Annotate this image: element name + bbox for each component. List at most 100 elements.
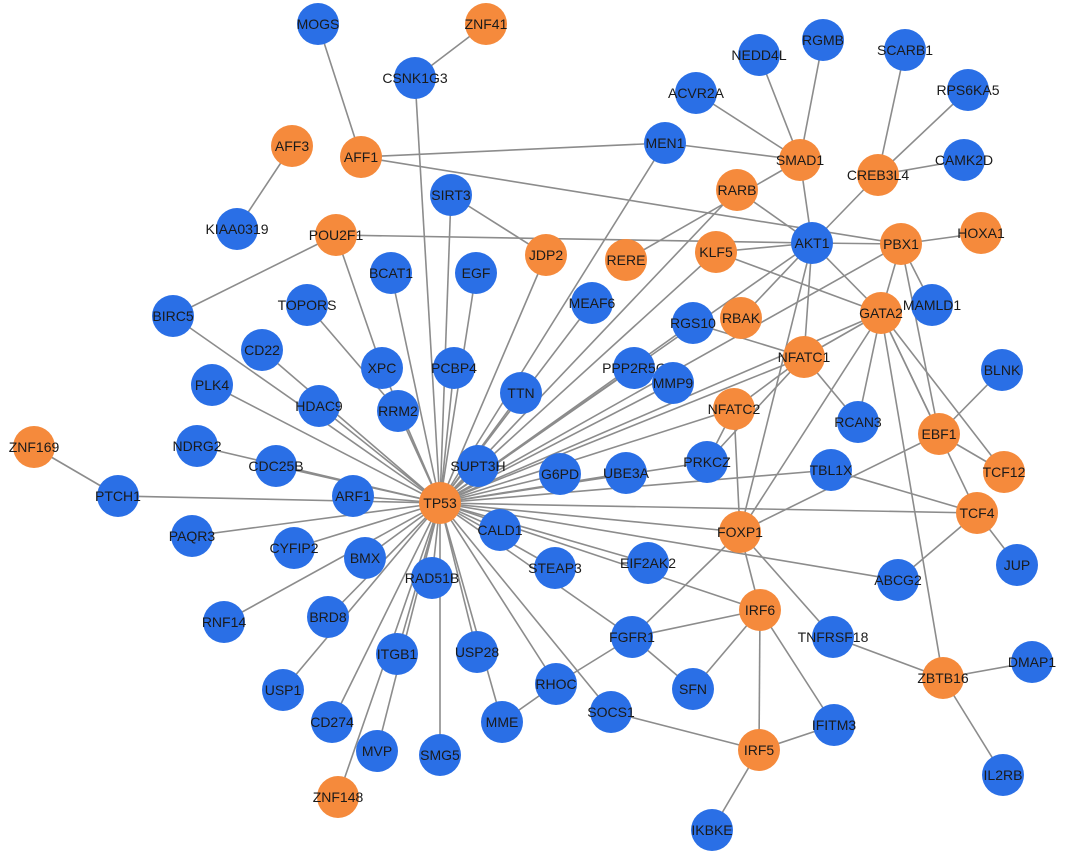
node-znf41[interactable]: ZNF41 [465,3,508,45]
node-socs1[interactable]: SOCS1 [587,691,635,733]
node-rgmb[interactable]: RGMB [802,19,844,61]
node-ifitm3[interactable]: IFITM3 [812,704,857,746]
node-bcat1[interactable]: BCAT1 [369,252,413,294]
node-label: RHOC [535,676,576,692]
node-acvr2a[interactable]: ACVR2A [668,72,725,114]
node-abcg2[interactable]: ABCG2 [874,559,922,601]
node-hdac9[interactable]: HDAC9 [295,385,343,427]
node-znf169[interactable]: ZNF169 [9,426,60,468]
node-rarb[interactable]: RARB [716,169,758,211]
node-ndrg2[interactable]: NDRG2 [172,425,222,467]
node-fgfr1[interactable]: FGFR1 [609,616,655,658]
node-rere[interactable]: RERE [605,239,647,281]
node-itgb1[interactable]: ITGB1 [376,633,418,675]
node-men1[interactable]: MEN1 [644,122,686,164]
node-nedd4l[interactable]: NEDD4L [731,34,787,76]
node-creb3l4[interactable]: CREB3L4 [847,154,909,196]
node-usp28[interactable]: USP28 [455,631,500,673]
node-akt1[interactable]: AKT1 [791,222,833,264]
node-blnk[interactable]: BLNK [981,349,1023,391]
node-pbx1[interactable]: PBX1 [880,223,922,265]
node-rgs10[interactable]: RGS10 [670,302,716,344]
node-rnf14[interactable]: RNF14 [202,601,247,643]
node-mogs[interactable]: MOGS [297,3,340,45]
node-aff1[interactable]: AFF1 [340,136,382,178]
node-cd274[interactable]: CD274 [310,701,354,743]
node-smg5[interactable]: SMG5 [419,734,461,776]
edge-bcat1-tp53 [390,272,441,504]
node-cdc25b[interactable]: CDC25B [248,445,304,487]
node-circle [332,475,374,517]
node-ptch1[interactable]: PTCH1 [95,475,141,517]
node-arf1[interactable]: ARF1 [332,475,374,517]
node-tcf4[interactable]: TCF4 [956,492,998,534]
node-supt3h[interactable]: SUPT3H [450,445,506,487]
node-nfatc1[interactable]: NFATC1 [778,336,831,378]
node-irf5[interactable]: IRF5 [738,729,780,771]
node-sfn[interactable]: SFN [672,668,714,710]
node-mamld1[interactable]: MAMLD1 [903,284,962,326]
node-hoxa1[interactable]: HOXA1 [957,212,1005,254]
node-prkcz[interactable]: PRKCZ [683,441,731,483]
node-ikbke[interactable]: IKBKE [691,809,733,851]
node-label: PTCH1 [95,488,141,504]
node-sirt3[interactable]: SIRT3 [430,174,472,216]
node-csnk1g3[interactable]: CSNK1G3 [382,57,448,99]
node-scarb1[interactable]: SCARB1 [877,29,933,71]
node-ebf1[interactable]: EBF1 [918,413,960,455]
node-nfatc2[interactable]: NFATC2 [708,388,761,430]
node-kiaa0319[interactable]: KIAA0319 [205,208,269,250]
node-meaf6[interactable]: MEAF6 [569,282,616,324]
node-gata2[interactable]: GATA2 [859,292,903,334]
node-xpc[interactable]: XPC [361,347,403,389]
node-il2rb[interactable]: IL2RB [982,754,1024,796]
node-steap3[interactable]: STEAP3 [528,547,582,589]
node-brd8[interactable]: BRD8 [307,596,349,638]
node-label: MMP9 [653,375,694,391]
node-rhoc[interactable]: RHOC [535,663,577,705]
node-jup[interactable]: JUP [996,544,1038,586]
node-mme[interactable]: MME [481,701,523,743]
node-pcbp4[interactable]: PCBP4 [431,347,477,389]
node-tp53[interactable]: TP53 [419,482,461,524]
node-ube3a[interactable]: UBE3A [603,452,650,494]
node-foxp1[interactable]: FOXP1 [717,511,763,553]
node-irf6[interactable]: IRF6 [739,589,781,631]
node-cyfip2[interactable]: CYFIP2 [269,527,319,569]
node-mvp[interactable]: MVP [356,730,398,772]
node-rps6ka5[interactable]: RPS6KA5 [936,69,1000,111]
node-topors[interactable]: TOPORS [278,284,337,326]
node-mmp9[interactable]: MMP9 [652,362,694,404]
node-cd22[interactable]: CD22 [241,329,283,371]
node-rad51b[interactable]: RAD51B [405,557,459,599]
node-tcf12[interactable]: TCF12 [983,451,1026,493]
node-egf[interactable]: EGF [455,252,497,294]
node-ttn[interactable]: TTN [500,372,542,414]
node-klf5[interactable]: KLF5 [695,231,737,273]
node-ppp2r5c[interactable]: PPP2R5C [602,347,666,389]
node-aff3[interactable]: AFF3 [271,125,313,167]
node-camk2d[interactable]: CAMK2D [935,139,993,181]
node-tnfrsf18[interactable]: TNFRSF18 [798,616,869,658]
node-label: IFITM3 [812,717,857,733]
node-rrm2[interactable]: RRM2 [377,390,419,432]
node-birc5[interactable]: BIRC5 [152,295,194,337]
node-tbl1x[interactable]: TBL1X [810,449,853,491]
node-plk4[interactable]: PLK4 [191,364,233,406]
node-znf148[interactable]: ZNF148 [313,776,364,818]
node-zbtb16[interactable]: ZBTB16 [917,657,969,699]
node-dmap1[interactable]: DMAP1 [1008,641,1056,683]
node-eif2ak2[interactable]: EIF2AK2 [620,542,676,584]
node-pou2f1[interactable]: POU2F1 [309,214,364,256]
node-g6pd[interactable]: G6PD [539,453,581,495]
node-rcan3[interactable]: RCAN3 [834,401,882,443]
node-usp1[interactable]: USP1 [262,669,304,711]
node-jdp2[interactable]: JDP2 [525,234,567,276]
node-paqr3[interactable]: PAQR3 [169,515,216,557]
node-circle [783,336,825,378]
node-rbak[interactable]: RBAK [720,297,762,339]
node-bmx[interactable]: BMX [344,537,386,579]
node-cald1[interactable]: CALD1 [477,509,523,551]
node-smad1[interactable]: SMAD1 [776,139,824,181]
node-circle [297,3,339,45]
